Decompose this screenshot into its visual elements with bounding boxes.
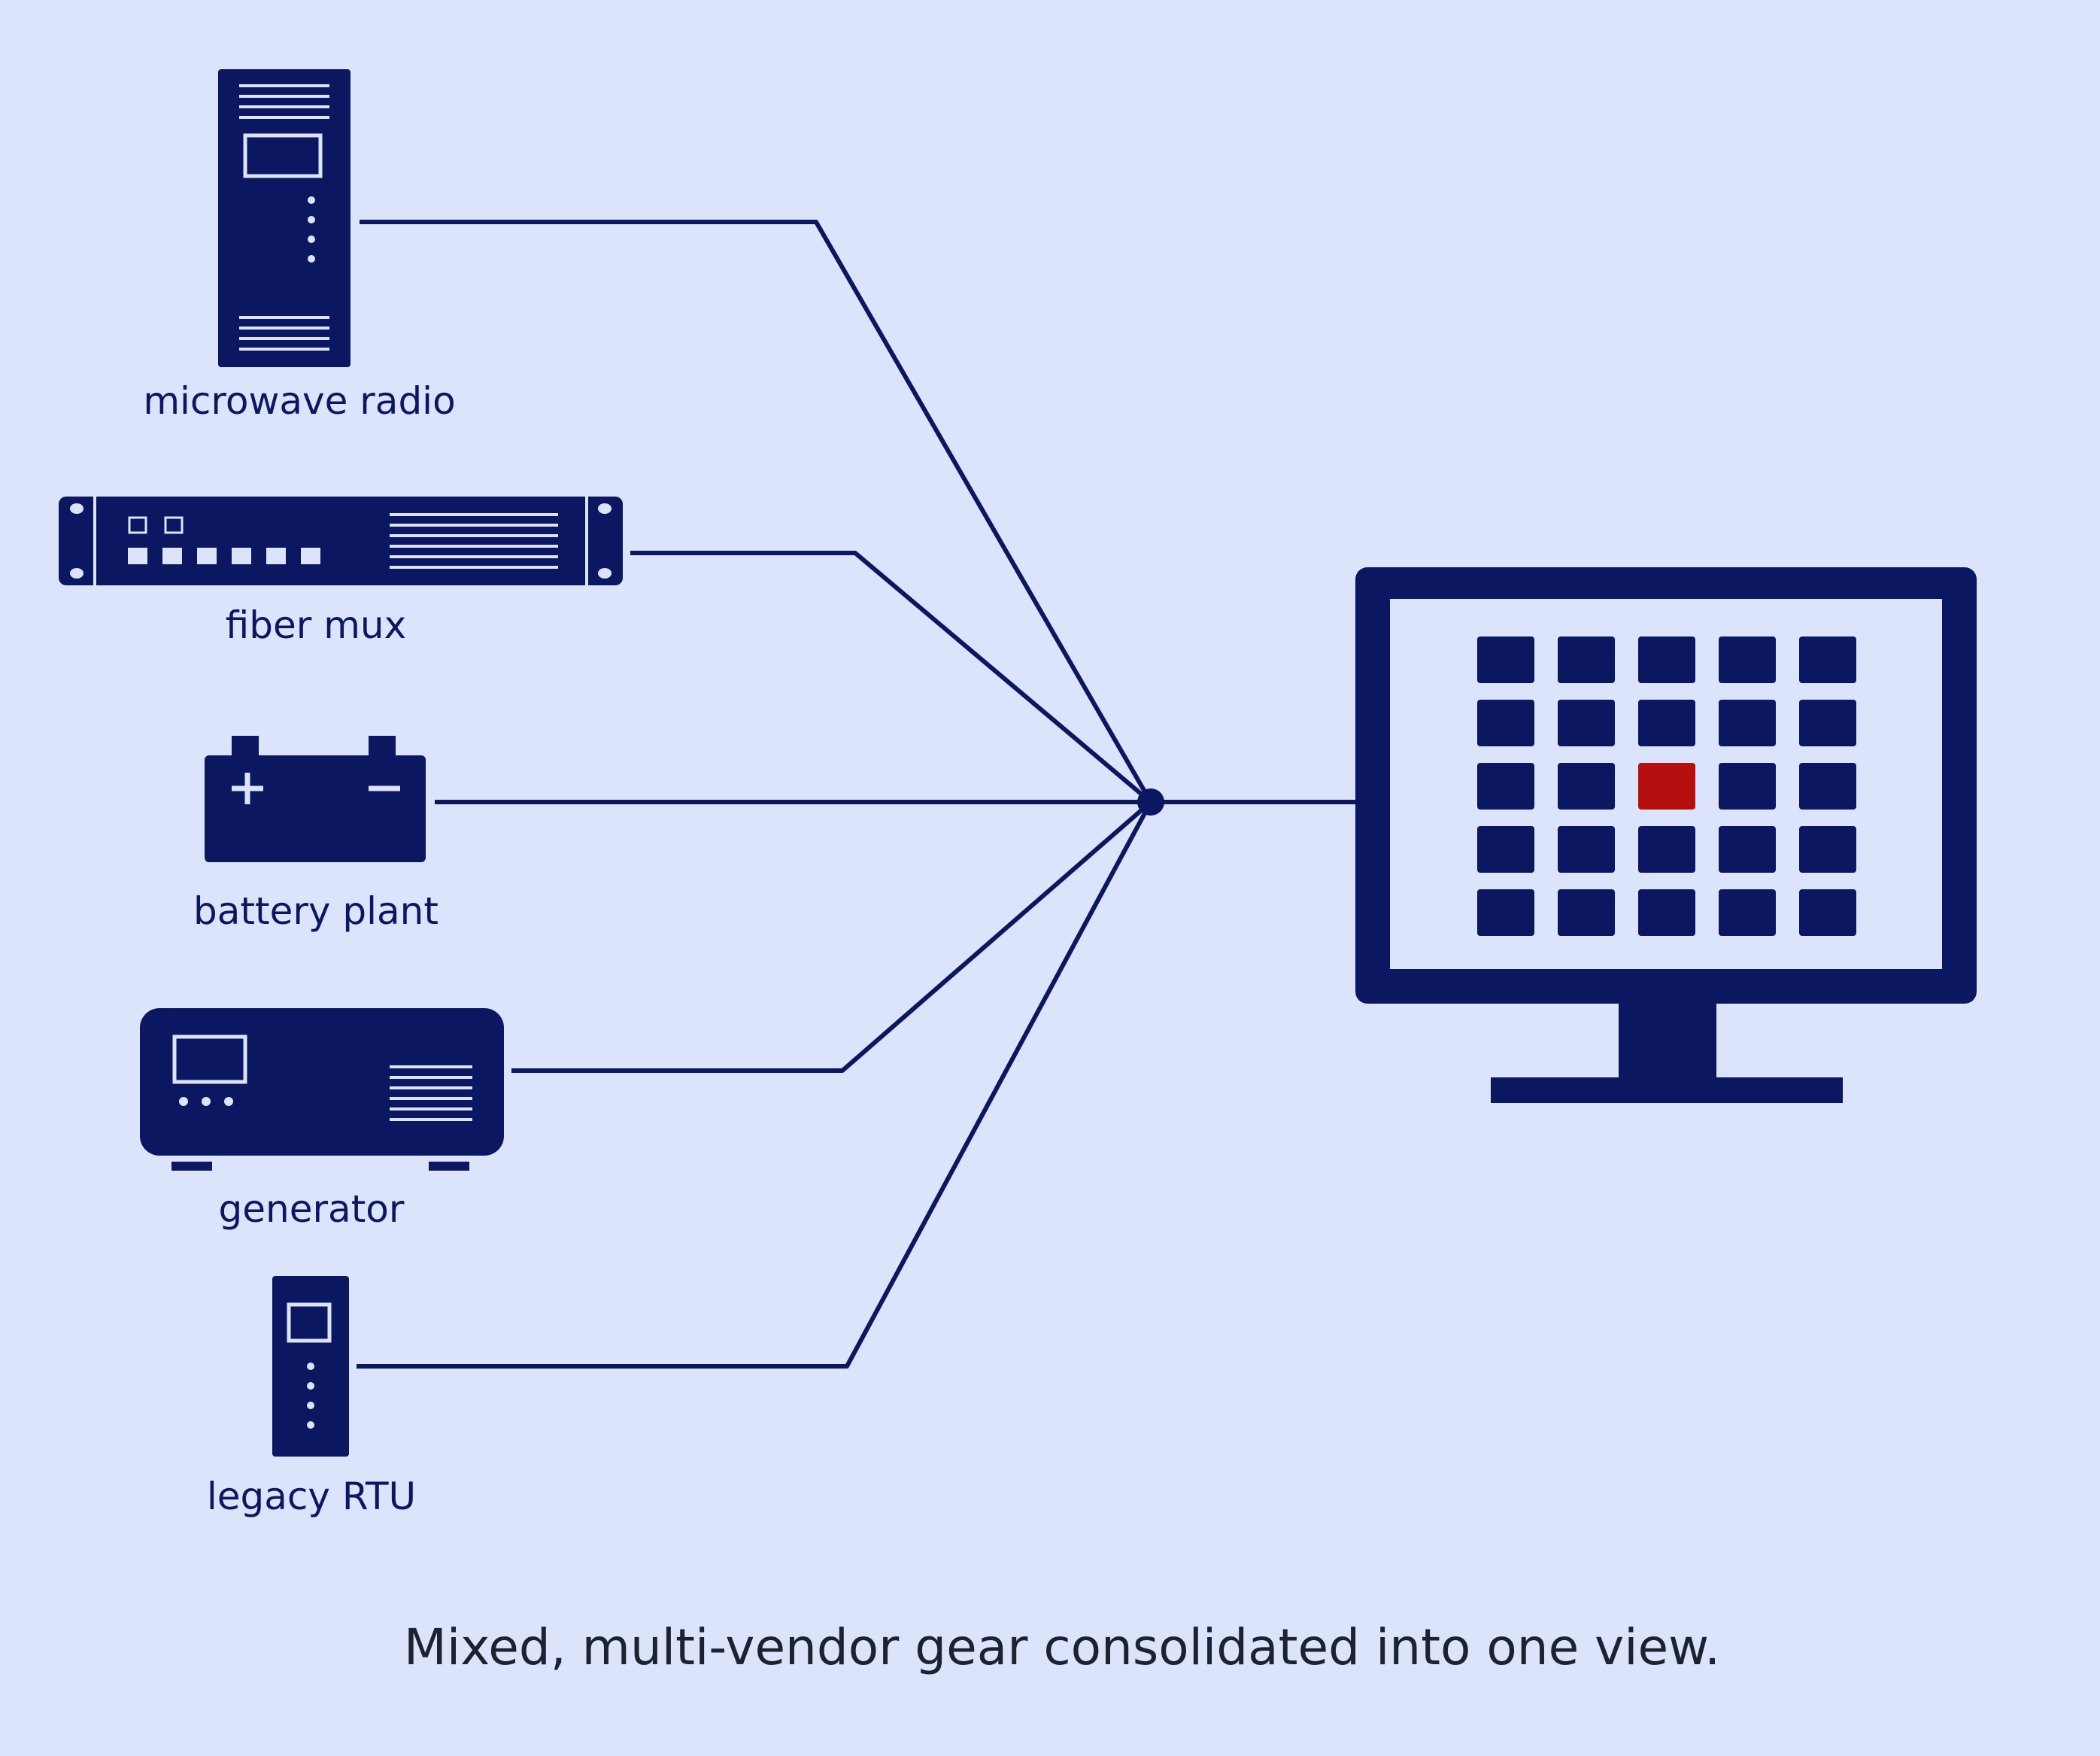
status-tile bbox=[1638, 889, 1695, 936]
status-tile bbox=[1558, 763, 1615, 810]
hub-node bbox=[1137, 788, 1164, 816]
connection-fiber-mux bbox=[630, 551, 1152, 804]
device-legacy-rtu: legacy RTU bbox=[207, 1276, 416, 1518]
status-tile bbox=[1558, 826, 1615, 873]
connection-generator bbox=[511, 800, 1152, 1073]
status-tile bbox=[1799, 700, 1856, 746]
status-tile bbox=[1799, 889, 1856, 936]
monitor bbox=[1355, 567, 1977, 1103]
device-label-generator: generator bbox=[219, 1187, 405, 1231]
device-label-fiber-mux: fiber mux bbox=[226, 603, 406, 647]
rack-tower-icon bbox=[218, 69, 351, 367]
device-battery-plant: battery plant bbox=[193, 736, 439, 933]
connections bbox=[357, 220, 1360, 1369]
status-tile bbox=[1477, 636, 1534, 683]
device-fiber-mux: fiber mux bbox=[59, 497, 623, 647]
status-tile bbox=[1477, 700, 1534, 746]
battery-icon bbox=[205, 736, 426, 862]
status-tile bbox=[1477, 889, 1534, 936]
status-tile bbox=[1638, 700, 1695, 746]
status-tile bbox=[1477, 826, 1534, 873]
caption: Mixed, multi-vendor gear consolidated in… bbox=[404, 1618, 1720, 1676]
status-grid bbox=[1477, 636, 1856, 936]
status-tile bbox=[1719, 826, 1776, 873]
connection-legacy-rtu bbox=[357, 801, 1153, 1369]
rtu-icon bbox=[272, 1276, 349, 1457]
status-tile bbox=[1719, 763, 1776, 810]
status-tile bbox=[1719, 636, 1776, 683]
device-label-microwave-radio: microwave radio bbox=[143, 379, 455, 423]
status-tile-alert bbox=[1638, 763, 1695, 810]
status-tile bbox=[1799, 826, 1856, 873]
status-tile bbox=[1558, 700, 1615, 746]
status-tile bbox=[1799, 763, 1856, 810]
status-tile bbox=[1799, 636, 1856, 683]
generator-icon bbox=[140, 1008, 504, 1171]
status-tile bbox=[1638, 636, 1695, 683]
status-tile bbox=[1558, 636, 1615, 683]
status-tile bbox=[1719, 889, 1776, 936]
status-tile bbox=[1638, 826, 1695, 873]
status-tile bbox=[1719, 700, 1776, 746]
device-generator: generator bbox=[140, 1008, 504, 1231]
device-label-legacy-rtu: legacy RTU bbox=[207, 1475, 416, 1518]
device-label-battery-plant: battery plant bbox=[193, 889, 439, 933]
connection-microwave-radio bbox=[360, 220, 1153, 804]
device-microwave-radio: microwave radio bbox=[143, 69, 456, 423]
status-tile bbox=[1558, 889, 1615, 936]
rack-unit-icon bbox=[59, 497, 623, 585]
status-tile bbox=[1477, 763, 1534, 810]
